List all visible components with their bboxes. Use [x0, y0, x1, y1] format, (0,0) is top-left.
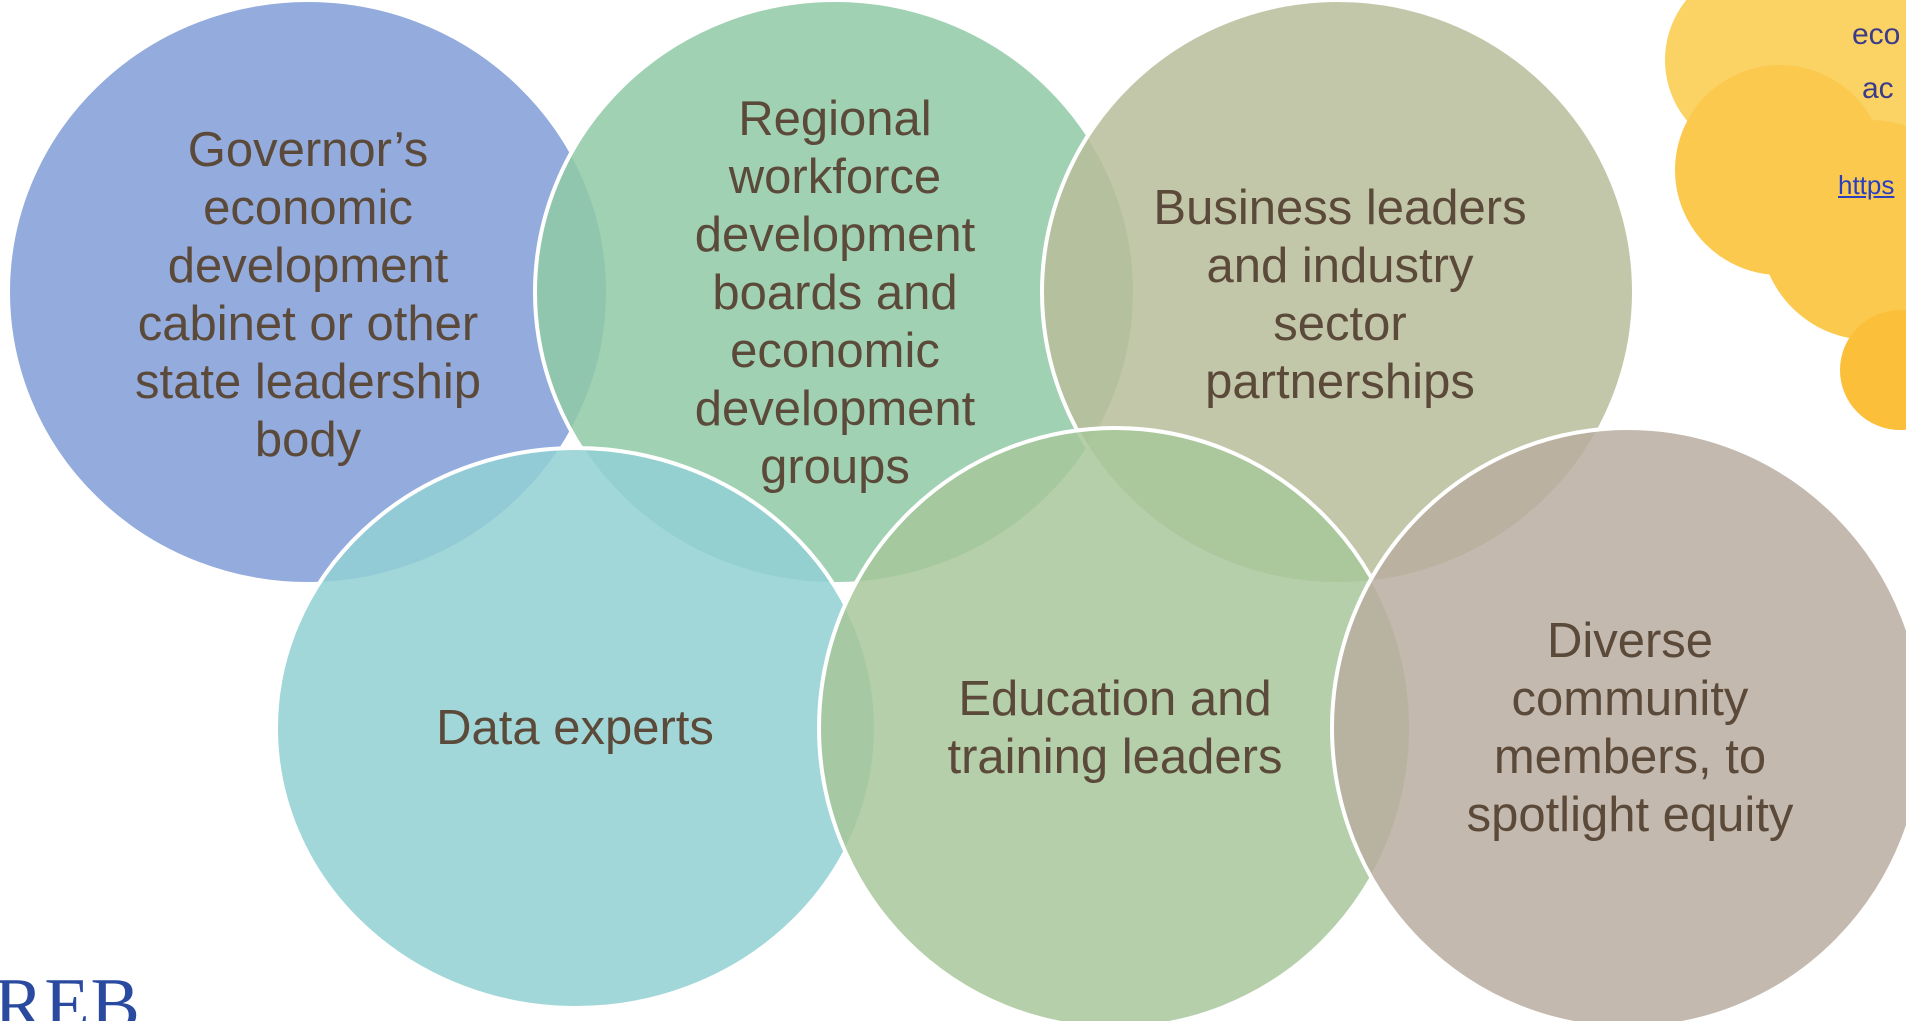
label-data: Data experts: [436, 701, 714, 755]
circle-diverse: [1330, 426, 1906, 1021]
callout-line-2: ac: [1862, 72, 1894, 105]
logo-text: REB: [0, 964, 141, 1021]
label-diverse: Diverse community members, to spotlight …: [1466, 614, 1794, 842]
label-regional: Regional workforce development boards an…: [694, 92, 976, 494]
callout-link[interactable]: https: [1838, 170, 1895, 200]
label-governor: Governor’s economic development cabinet …: [135, 123, 481, 467]
label-education: Education and training leaders: [947, 672, 1283, 784]
callout-line-1: eco: [1852, 18, 1901, 51]
label-business: Business leaders and industry sector par…: [1153, 181, 1527, 409]
callout-cloud-shape: [1665, 0, 1906, 430]
